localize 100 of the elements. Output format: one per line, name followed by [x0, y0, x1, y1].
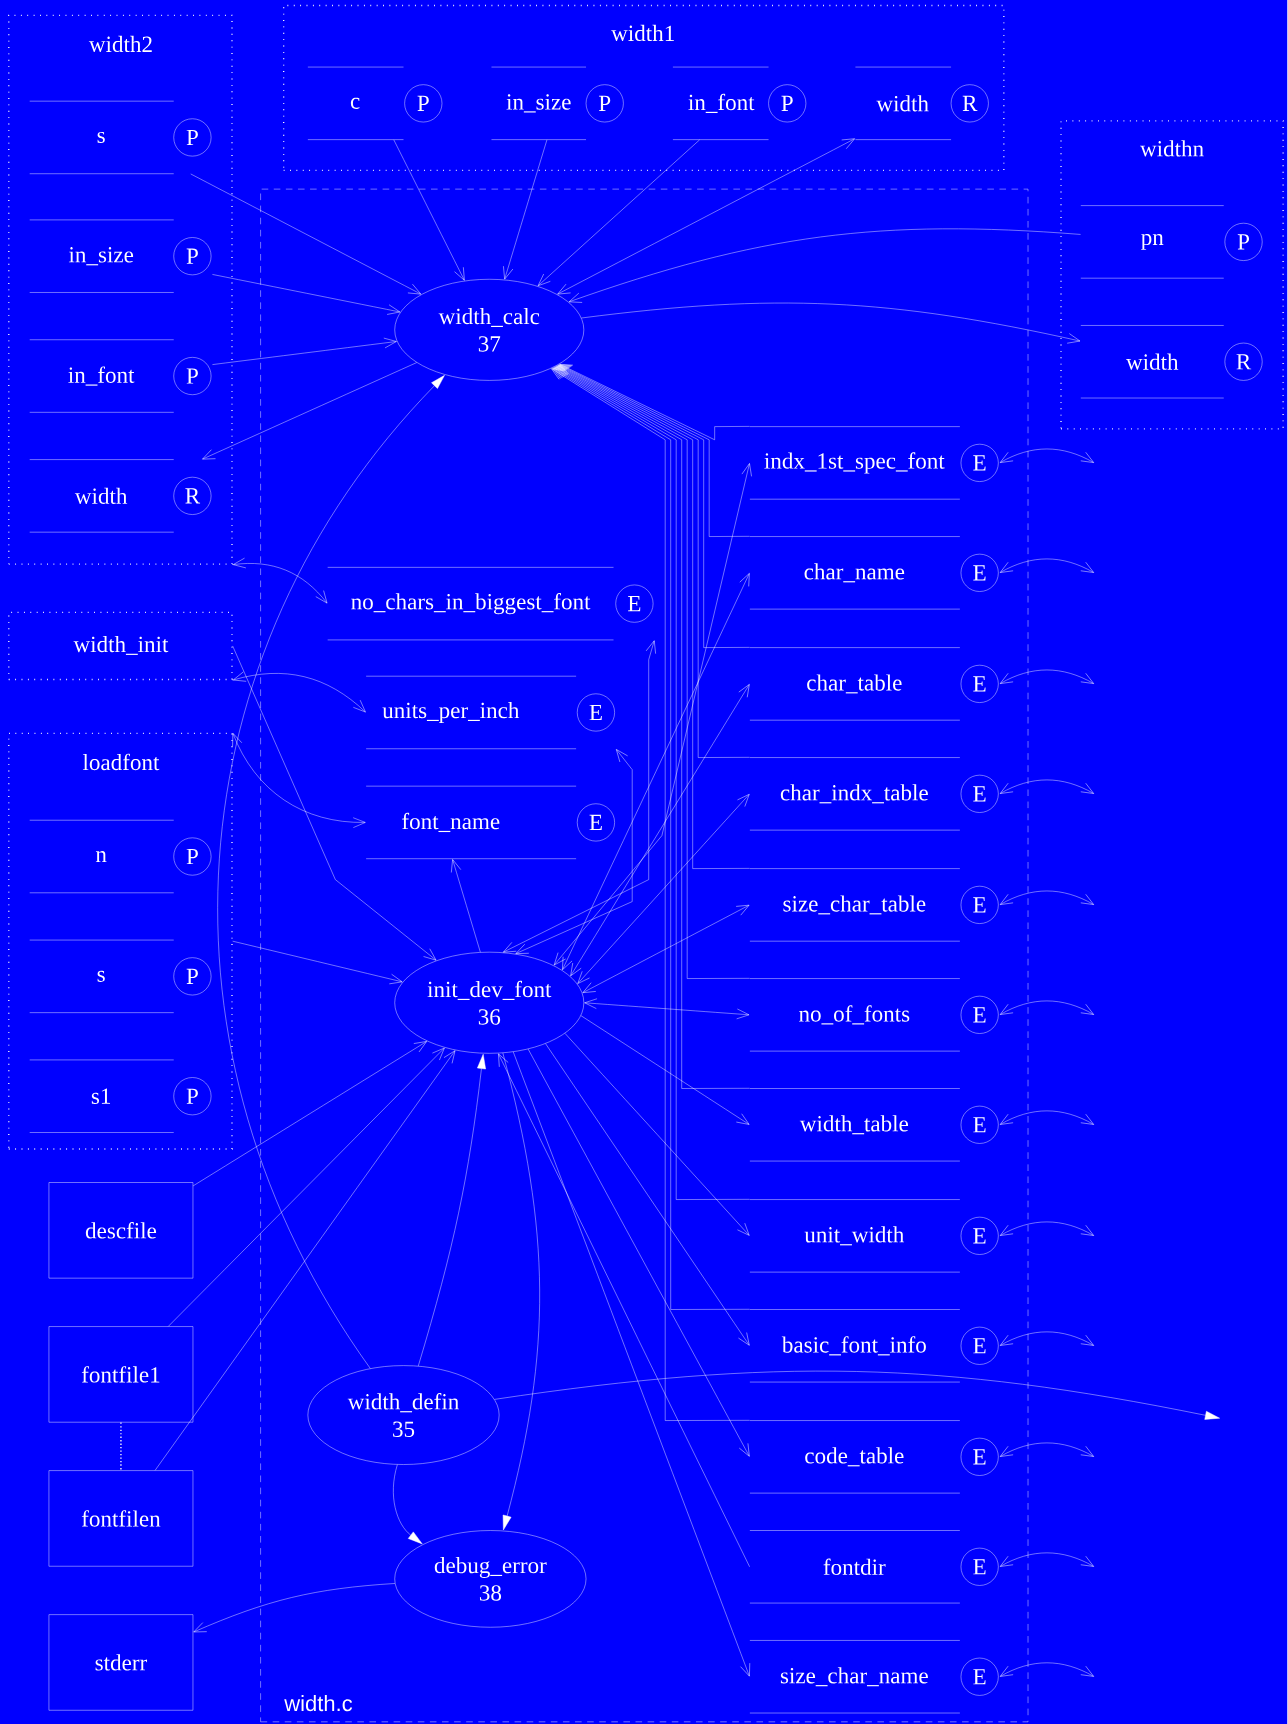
arrow: [193, 1041, 428, 1187]
variable-record: in_font P: [672, 66, 807, 140]
arrow: [1000, 669, 1095, 684]
circled-letter: P: [173, 1077, 212, 1116]
arrow: [503, 640, 657, 953]
variable-record: font_name E: [366, 785, 616, 859]
variable-record: s P: [29, 100, 212, 174]
arrow: [212, 274, 401, 315]
circled-letter: R: [173, 476, 212, 515]
variable-record: in_size P: [29, 219, 212, 293]
arrow: [155, 1050, 456, 1471]
circled-letter: E: [577, 803, 616, 842]
circled-letter: E: [961, 886, 999, 924]
variable-record: char_name E: [749, 536, 999, 610]
arrow: [581, 1015, 750, 1125]
arrow: [1000, 890, 1095, 905]
file-title: width.c: [284, 1695, 353, 1712]
file-box: descfile: [48, 1182, 194, 1279]
arrow: [498, 1053, 751, 1567]
arrow: [1000, 1221, 1095, 1236]
node-label: s: [97, 970, 106, 982]
arrow: [1000, 558, 1095, 573]
variable-record: size_char_name E: [749, 1640, 999, 1714]
circled-letter: E: [961, 1105, 999, 1144]
variable-record: in_size P: [491, 66, 624, 140]
circled-letter: E: [577, 693, 616, 732]
circled-letter: P: [404, 84, 443, 123]
node-label: code_table: [805, 1447, 904, 1467]
node-label: in_font: [688, 93, 755, 113]
variable-record: char_indx_table E: [749, 757, 999, 831]
arrow: [168, 1047, 445, 1327]
node-label: pn: [1141, 233, 1164, 250]
arrow: [554, 463, 752, 966]
circled-letter: E: [961, 774, 999, 813]
group-box: [283, 4, 1005, 172]
node-label: unit_width: [804, 1226, 905, 1246]
node-label: s1: [92, 1088, 111, 1104]
circled-letter: P: [1224, 223, 1263, 261]
node-label: in_size: [69, 247, 134, 266]
node-label: char_indx_table: [781, 784, 929, 804]
arrow: [494, 1371, 1221, 1420]
group-box: [8, 611, 233, 681]
node-label: units_per_inch: [382, 702, 520, 723]
node-label: size_char_name: [781, 1667, 929, 1687]
arrow: [1000, 1662, 1095, 1677]
arrow: [393, 139, 465, 281]
arrow: [218, 375, 445, 1369]
arrow: [1000, 1331, 1095, 1346]
node-label: size_char_table: [783, 895, 926, 915]
circled-letter: P: [173, 957, 212, 996]
variable-record: s P: [29, 939, 212, 1013]
arrow: [584, 998, 750, 1020]
group-box: [8, 14, 233, 565]
arrow: [232, 645, 437, 961]
node-label: c: [351, 97, 360, 109]
arrow: [233, 557, 328, 604]
arrow: [577, 794, 750, 984]
arrow: [562, 573, 750, 970]
arrow: [212, 337, 397, 365]
arrow: [1000, 1000, 1095, 1015]
circled-letter: P: [586, 84, 624, 123]
circled-letter: P: [173, 118, 212, 157]
node-label: in_font: [68, 366, 135, 386]
arrow: [1000, 1442, 1095, 1457]
arrow: [393, 1464, 423, 1545]
circled-letter: R: [951, 84, 989, 123]
variable-record: basic_font_info E: [749, 1309, 999, 1383]
circled-letter: E: [961, 1216, 999, 1255]
arrow: [193, 1583, 396, 1633]
node-label: indx_1st_spec_font: [764, 452, 945, 474]
node-label: basic_font_info: [782, 1336, 927, 1356]
circled-letter: E: [961, 1547, 999, 1586]
variable-record: size_char_table E: [749, 868, 999, 942]
file-group-box: [260, 188, 1029, 1723]
file-box: stderr: [48, 1614, 194, 1711]
group-title: width_init: [73, 635, 169, 655]
node-label: n: [96, 851, 107, 862]
circled-letter: P: [173, 237, 212, 276]
arrow: [190, 173, 422, 295]
group-box: [1060, 120, 1284, 430]
group-box: [8, 732, 233, 1150]
variable-record: char_table E: [749, 647, 999, 721]
circled-letter: E: [961, 553, 999, 592]
node-label: fontdir: [823, 1558, 886, 1576]
arrow: [451, 859, 481, 953]
variable-record: c P: [307, 66, 443, 140]
arrow: [418, 1054, 487, 1367]
node-label: width: [1126, 353, 1179, 370]
node-label: width: [75, 487, 128, 504]
variable-record: in_font P: [29, 339, 212, 413]
circled-letter: E: [615, 584, 654, 623]
circled-letter: E: [961, 995, 999, 1034]
arrow: [515, 749, 633, 954]
variable-record: indx_1st_spec_font E: [749, 426, 999, 500]
arrow: [581, 302, 1081, 344]
node-label: char_table: [807, 674, 902, 694]
variable-record: no_chars_in_biggest_font E: [327, 567, 654, 641]
arrow: [232, 940, 403, 985]
arrow: [569, 228, 1082, 303]
arrow: [1000, 1552, 1095, 1567]
